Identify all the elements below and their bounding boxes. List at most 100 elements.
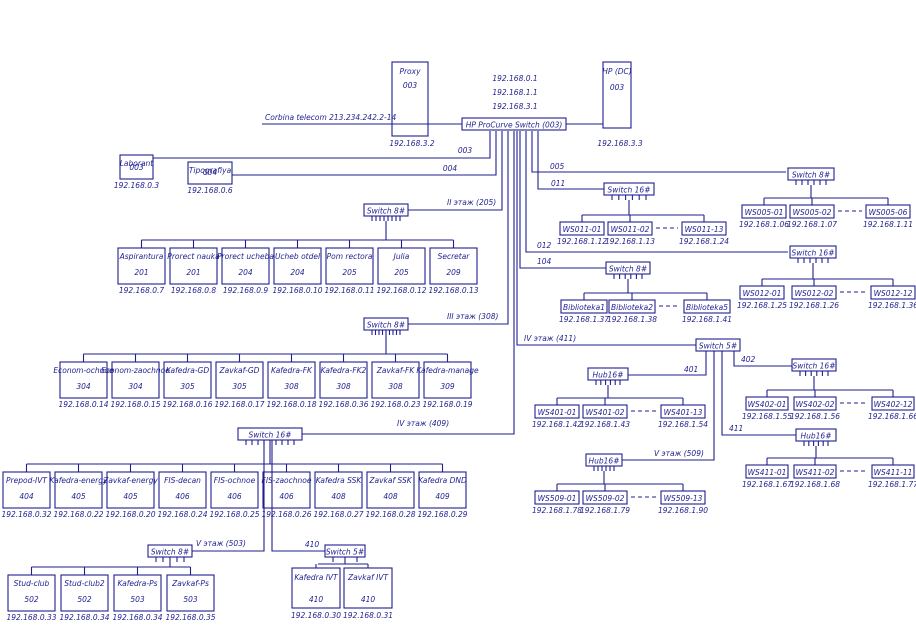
device-room: 404 xyxy=(19,492,34,501)
feed-class411 xyxy=(721,351,796,436)
device-room: 408 xyxy=(383,492,398,501)
device-ip: 192.168.0.34 xyxy=(59,613,109,622)
device-room: 503 xyxy=(130,595,145,604)
switch-floor2: Switch 8# xyxy=(363,203,409,217)
workstation-ip: 192.168.1.56 xyxy=(790,412,840,421)
device-room: 503 xyxy=(183,595,198,604)
device-name: FIS-decan xyxy=(164,476,201,485)
workstation-box xyxy=(560,299,608,314)
device-ip: 192.168.0.14 xyxy=(58,400,108,409)
switch-box xyxy=(787,167,835,181)
workstation-ip: 192.168.1.36 xyxy=(868,301,916,310)
feed-class401 xyxy=(628,351,707,376)
switch-label: Hub16# xyxy=(593,371,624,380)
device-room: 205 xyxy=(342,268,357,277)
workstation-ip: 192.168.1.37 xyxy=(559,315,609,324)
device-name: Stud-club xyxy=(14,579,50,588)
device-name: Julia xyxy=(392,252,410,261)
device-name: Ucheb otdel xyxy=(275,252,321,261)
feed-class402 xyxy=(733,351,792,367)
device-box xyxy=(366,471,415,509)
device-room: 502 xyxy=(77,595,92,604)
workstation-box xyxy=(683,299,731,314)
device-ip: 192.168.0.29 xyxy=(417,510,467,519)
device-box xyxy=(111,361,160,399)
device-name: Kafedra-Ps xyxy=(117,579,157,588)
device-box xyxy=(54,471,103,509)
device-name: Tipografiya xyxy=(189,166,232,175)
device-ip: 192.168.0.22 xyxy=(53,510,103,519)
workstation-name: WS401-01 xyxy=(538,408,577,417)
device-name: FIS-zaochnoe xyxy=(262,476,312,485)
workstation-box xyxy=(871,396,915,411)
device-name: Prorect nauka xyxy=(167,252,220,261)
workstation-ip: 192.168.1.11 xyxy=(863,220,913,229)
workstation-ip: 192.168.1.78 xyxy=(532,506,582,515)
device-name: Zavkaf-Ps xyxy=(171,579,209,588)
switch-class402: Switch 16# xyxy=(791,358,837,372)
device-room: 204 xyxy=(290,268,305,277)
workstation-ip: 192.168.1.55 xyxy=(742,412,792,421)
switch-label: Switch 16# xyxy=(607,186,650,195)
device-ip: 192.168.0.6 xyxy=(187,186,233,195)
device-ip: 192.168.0.17 xyxy=(214,400,264,409)
device-name: Zavkaf-GD xyxy=(219,366,260,375)
device-name: Zavkaf SSK xyxy=(368,476,412,485)
device-name: Laborant xyxy=(120,159,155,168)
device-room: 003 xyxy=(129,163,144,172)
line-509: V этаж (509) xyxy=(654,449,704,458)
switch-box xyxy=(789,245,837,259)
floor-label-floor3: III этаж (308) xyxy=(447,312,498,321)
device-name: Aspirantura xyxy=(119,252,164,261)
device-room: 409 xyxy=(435,492,450,501)
device-room: 405 xyxy=(71,492,86,501)
switch-label: Switch 5# xyxy=(326,548,364,557)
switch-label: Switch 8# xyxy=(609,265,647,274)
line-401: 401 xyxy=(684,365,698,374)
workstation-ip: 192.168.1.77 xyxy=(868,480,916,489)
device-ip: 192.168.0.9 xyxy=(223,286,269,295)
workstation-name: Biblioteka1 xyxy=(563,303,605,312)
workstation-box xyxy=(607,221,653,236)
switch-box xyxy=(585,453,623,467)
core-ip: 192.168.0.1 xyxy=(492,74,537,83)
workstation-name: WS402-02 xyxy=(796,400,835,409)
feed-floor4 xyxy=(302,131,515,435)
device-box xyxy=(343,567,393,609)
line-005: 005 xyxy=(550,162,565,171)
nodes: HP ProCurve Switch (003)192.168.0.1192.1… xyxy=(1,61,916,622)
switch-label: Switch 8# xyxy=(151,548,189,557)
device-name: Prepod-IVT xyxy=(6,476,48,485)
switch-label: Switch 5# xyxy=(699,342,737,351)
floor-label-floor4: IV этаж (409) xyxy=(397,419,449,428)
switch-box xyxy=(461,117,567,131)
device-box xyxy=(7,574,56,612)
switch-box xyxy=(237,427,303,441)
device-ip: 192.168.0.20 xyxy=(105,510,155,519)
workstation-box xyxy=(582,404,628,419)
workstation-class402-1: WS402-02 192.168.1.56 xyxy=(790,396,840,421)
workstation-name: WS401-02 xyxy=(586,408,625,417)
device-box xyxy=(215,361,264,399)
device-name: Kafedra SSK xyxy=(316,476,363,485)
